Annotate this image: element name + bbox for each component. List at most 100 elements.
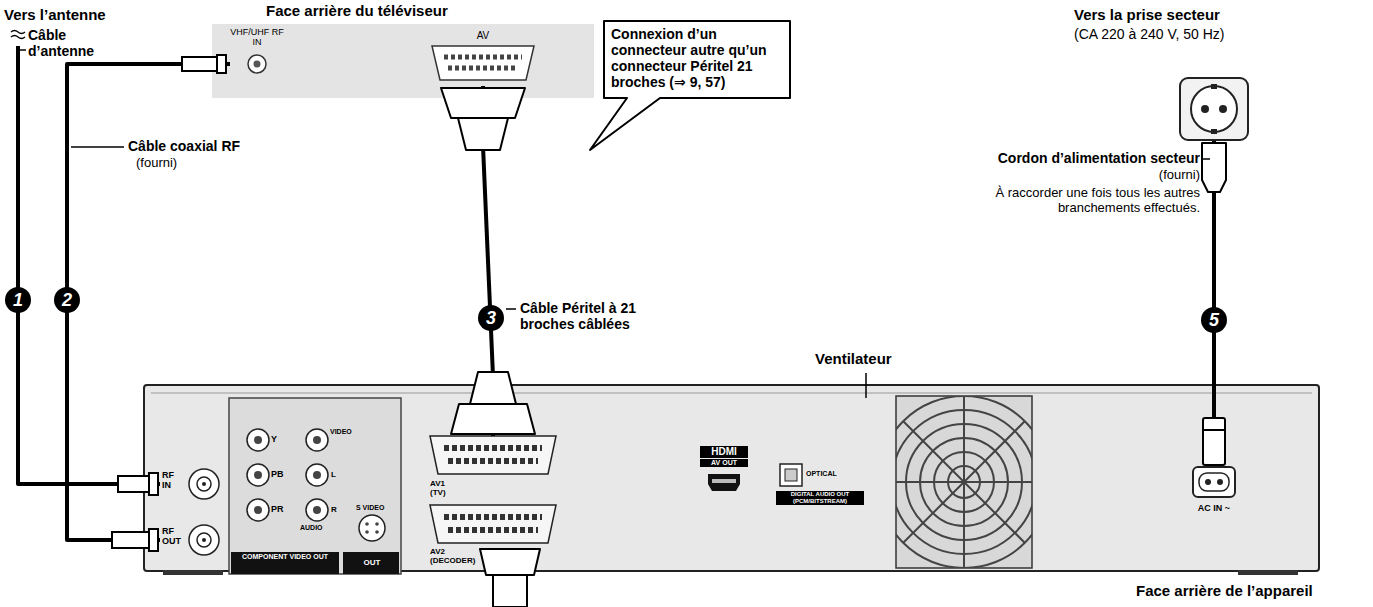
label-text: PR [271, 504, 284, 514]
optical-socket-drawing [780, 464, 802, 486]
optical-socket-drawing [776, 462, 864, 514]
callout-number: 1 [5, 287, 31, 313]
tv-back-panel: Face arrière du téléviseurVHF/UHF RF INA… [212, 24, 594, 98]
scart-plug [470, 372, 516, 404]
recorder-back-panel-drawing [359, 515, 385, 541]
label-text: Câble Péritel à 21 broches câblées [520, 300, 670, 332]
recorder-back-panel-text: Face arrière de l’appareil [1136, 582, 1313, 599]
leader-line [71, 146, 124, 148]
scart-plug [441, 88, 540, 607]
wall-outlet-drawing [1191, 86, 1237, 132]
hdmi-socket-text: AV OUT [700, 459, 748, 467]
recorder-back-panel-drawing [247, 429, 385, 541]
rf-in-jack-text: RF IN [162, 470, 178, 491]
label-text: R [331, 505, 337, 514]
leader-line [865, 373, 867, 398]
scart-plug [441, 88, 525, 118]
recorder-back-panel-drawing [375, 522, 379, 526]
leader-line [20, 49, 26, 51]
antenna-plug [118, 476, 150, 492]
recorder-back-panel-drawing [313, 471, 321, 479]
scart-plug [493, 575, 527, 607]
hdmi-socket-text: HDMI [700, 446, 748, 458]
scart-socket-drawing [448, 66, 518, 71]
coax-plug [217, 55, 226, 73]
callout-number: 3 [478, 305, 504, 331]
recorder-back-panel-drawing [229, 398, 401, 574]
wall-outlet-drawing [1219, 105, 1227, 113]
leader-line [506, 308, 516, 310]
tv-back-panel-text: Face arrière du téléviseur [266, 2, 448, 19]
label-text: COMPONENT VIDEO OUT [233, 553, 337, 561]
recorder-back-panel-drawing [254, 506, 262, 514]
label-text: Câble d’antenne [28, 27, 114, 59]
coax-plug [112, 55, 226, 551]
wall-outlet-drawing [1180, 78, 1248, 140]
label-text: (fourni) [1100, 168, 1200, 183]
recorder-back-panel-drawing [254, 436, 262, 444]
optical-socket-text: DIGITAL AUDIO OUT (PCM/BITSTREAM) [776, 491, 864, 505]
rf-in-jack: RF IN [160, 465, 224, 503]
recorder-back-panel-drawing [151, 393, 1312, 394]
recorder-back-panel-drawing [903, 421, 1025, 543]
coax-plug [149, 529, 158, 551]
rf-out-jack-drawing [202, 538, 206, 542]
rf-in-jack-text: VHF/UHF RF IN [230, 27, 284, 48]
rf-in-jack: VHF/UHF RF IN [230, 27, 284, 75]
power-plug [1202, 143, 1226, 192]
coax-plug [112, 532, 150, 548]
ac-inlet-drawing [1205, 479, 1211, 485]
label-text: OUT [345, 558, 399, 567]
callout-outline [590, 21, 790, 150]
scart-socket-drawing [444, 55, 522, 60]
recorder-back-panel-drawing [896, 396, 1032, 568]
recorder-back-panel: Face arrière de l’appareilRF INRF OUTAV1… [143, 384, 1320, 575]
antenna-end-text: Vers l’antenne [4, 6, 106, 23]
optical-socket-drawing [785, 469, 797, 481]
recorder-back-panel-drawing [903, 421, 1025, 543]
rf-out-jack-drawing [197, 533, 211, 547]
wall-outlet-text: (CA 220 à 240 V, 50 Hz) [1074, 26, 1224, 42]
ac-inlet-drawing [1199, 473, 1229, 491]
label-text: S VIDEO [356, 504, 384, 512]
hdmi-socket: HDMIAV OUT [700, 446, 748, 498]
recorder-back-panel-drawing [247, 464, 269, 486]
recorder-back-panel-drawing [306, 464, 328, 486]
wall-outlet: Vers la prise secteur(CA 220 à 240 V, 50… [1074, 6, 1304, 141]
power-plug [1202, 143, 1226, 465]
recorder-back-panel-drawing [375, 530, 379, 534]
callout-number: 2 [54, 287, 80, 313]
recorder-back-panel-drawing [1238, 570, 1298, 575]
label-text: L [331, 470, 336, 479]
optical-socket: OPTICALDIGITAL AUDIO OUT (PCM/BITSTREAM) [776, 462, 864, 514]
label-text: AUDIO [300, 524, 323, 532]
cable [67, 64, 230, 540]
label-text: Ventilateur [815, 350, 892, 367]
scart-socket-drawing [444, 514, 542, 520]
wall-outlet-drawing [1211, 129, 1217, 134]
ac-inlet-drawing [1217, 479, 1223, 485]
scart-plug [458, 118, 508, 150]
rf-out-jack: RF OUT [160, 521, 224, 559]
recorder-back-panel-drawing [313, 436, 321, 444]
recorder-back-panel-drawing [306, 499, 328, 521]
hdmi-socket-drawing [708, 474, 740, 491]
power-plug [1203, 418, 1225, 465]
recorder-back-panel-drawing [365, 530, 369, 534]
rf-in-jack-drawing [197, 477, 211, 491]
scart-socket-drawing [448, 458, 538, 464]
scart-socket: AV [428, 30, 538, 86]
scart-socket-drawing [428, 436, 558, 500]
scart-plug [451, 404, 535, 434]
label-text: (fourni) [136, 156, 177, 171]
cable [18, 46, 160, 484]
wall-outlet-drawing [1211, 84, 1217, 89]
recorder-back-panel-drawing [254, 471, 262, 479]
recorder-back-panel-drawing [343, 552, 399, 574]
recorder-back-panel-drawing [247, 499, 269, 521]
recorder-back-panel-drawing [365, 522, 369, 526]
label-text: À raccorder une fois tous les autres bra… [950, 186, 1200, 216]
scart-socket-drawing [448, 527, 538, 533]
